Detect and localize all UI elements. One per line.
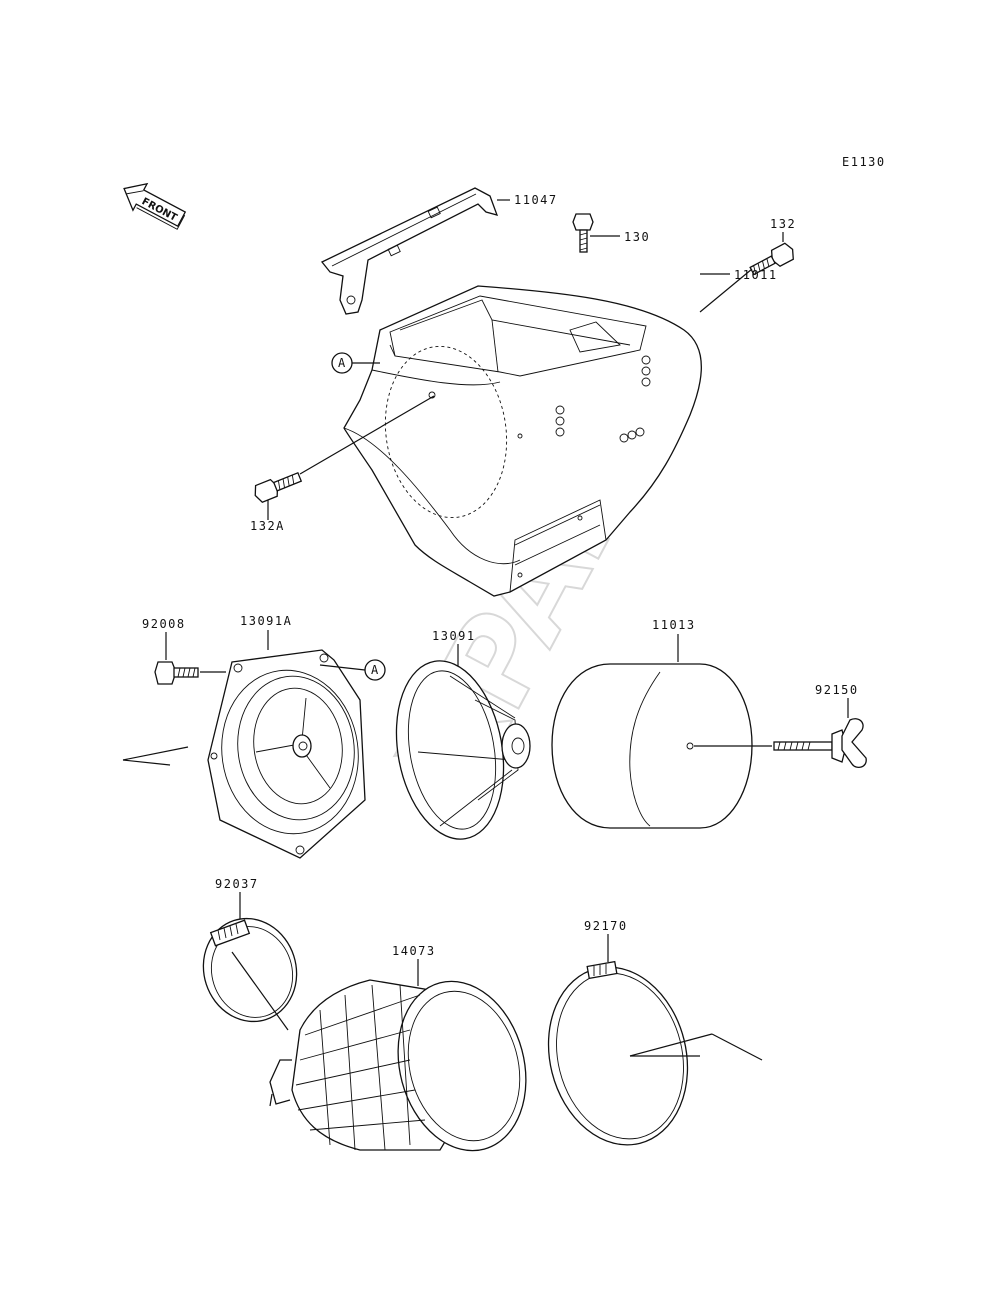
part-11013-air-filter-element[interactable]: [551, 663, 753, 829]
part-label-13091: 13091: [432, 629, 476, 643]
part-label-92150: 92150: [815, 683, 859, 697]
part-130-bolt[interactable]: [572, 213, 594, 253]
part-label-13091a: 13091A: [240, 614, 292, 628]
part-92008-screw[interactable]: [154, 661, 199, 685]
part-label-92037: 92037: [215, 877, 259, 891]
part-13091-element-frame[interactable]: [383, 652, 531, 847]
part-132-bolt[interactable]: [748, 241, 797, 278]
part-label-11047: 11047: [514, 193, 558, 207]
part-label-11013: 11013: [652, 618, 696, 632]
part-13091a-element-holder[interactable]: [207, 649, 369, 859]
part-132a-bolt[interactable]: [252, 469, 303, 504]
part-11011-air-cleaner-case[interactable]: [343, 285, 702, 597]
diagram-code: E1130: [842, 155, 886, 169]
part-14073-air-duct[interactable]: [269, 967, 544, 1165]
part-label-92008: 92008: [142, 617, 186, 631]
part-label-130: 130: [624, 230, 650, 244]
part-label-132a: 132A: [250, 519, 285, 533]
part-label-11011: 11011: [734, 268, 778, 282]
part-label-92170: 92170: [584, 919, 628, 933]
part-11047-bracket[interactable]: [320, 187, 499, 315]
part-label-132: 132: [770, 217, 796, 231]
part-92037-clamp[interactable]: [190, 906, 310, 1033]
part-92170-clamp[interactable]: [530, 952, 706, 1160]
part-label-14073: 14073: [392, 944, 436, 958]
part-92150-wing-bolt[interactable]: [773, 718, 867, 769]
svg-text:A: A: [371, 663, 380, 677]
front-arrow-icon: FRONT: [123, 182, 187, 230]
callout-a-lower: [364, 659, 386, 681]
svg-text:A: A: [338, 356, 347, 370]
